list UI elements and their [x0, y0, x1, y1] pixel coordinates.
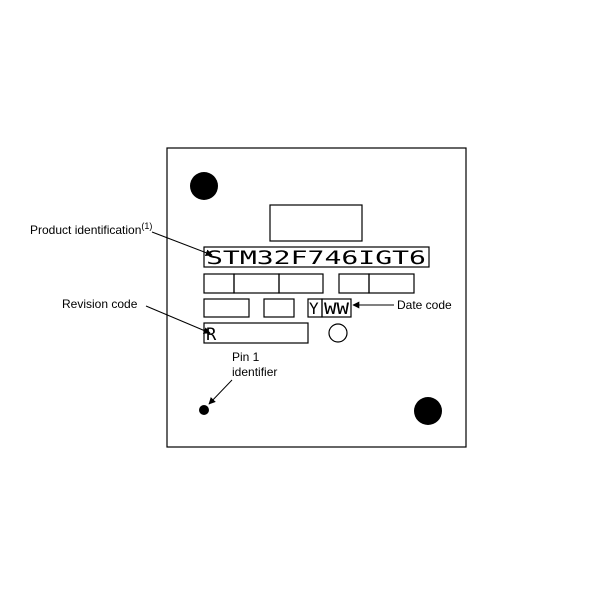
product-id-leader: [151, 231, 213, 257]
marking-box: [368, 273, 415, 294]
revision-code-leader: [145, 305, 211, 334]
pin1-dot: [199, 405, 209, 415]
pin1-label-line1: Pin 1: [232, 350, 260, 364]
product-identification-label: Product identification(1): [30, 221, 152, 237]
week-box: [321, 298, 352, 318]
marking-box: [263, 298, 295, 318]
date-code-label: Date code: [397, 298, 452, 312]
pin1-leader: [208, 379, 233, 405]
open-circle-marker: [328, 323, 348, 343]
pin1-label-line2: identifier: [232, 365, 277, 379]
package-outline: [166, 147, 467, 448]
week-marking: WW: [324, 299, 349, 318]
product-id-box: [203, 246, 430, 268]
marking-box: [203, 298, 250, 318]
corner-dot-top-left: [190, 172, 218, 200]
year-marking: Y: [309, 299, 319, 318]
corner-dot-bottom-right: [414, 397, 442, 425]
product-id-marking: STM32F746IGT6: [206, 247, 426, 269]
marking-box: [278, 273, 324, 294]
logo-box: [269, 204, 363, 242]
marking-row-2: [203, 273, 415, 294]
revision-code-label: Revision code: [62, 297, 138, 311]
revision-marking: R: [206, 325, 217, 345]
